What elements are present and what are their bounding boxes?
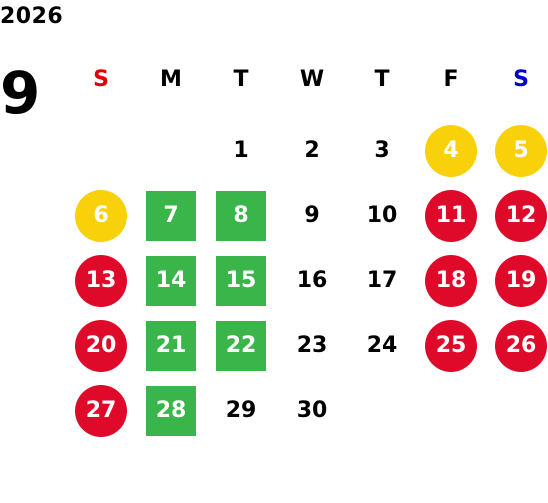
day-cell: 20 xyxy=(75,320,127,372)
day-cell: 4 xyxy=(425,125,477,177)
day-cell: 6 xyxy=(75,190,127,242)
day-cell: 14 xyxy=(146,256,196,306)
day-cell: 5 xyxy=(495,125,547,177)
weekday-friday: F xyxy=(443,67,459,92)
day-cell: 17 xyxy=(366,268,398,293)
day-cell: 29 xyxy=(225,398,257,423)
day-cell: 2 xyxy=(304,138,320,163)
day-cell: 15 xyxy=(216,256,266,306)
weekday-wednesday: W xyxy=(299,67,325,92)
day-cell: 18 xyxy=(425,255,477,307)
day-cell: 13 xyxy=(75,255,127,307)
day-cell: 10 xyxy=(366,203,398,228)
weekday-monday: M xyxy=(160,67,182,92)
day-cell: 24 xyxy=(366,333,398,358)
day-cell: 8 xyxy=(216,191,266,241)
day-cell: 7 xyxy=(146,191,196,241)
day-cell: 25 xyxy=(425,320,477,372)
calendar-year: 2026 xyxy=(0,4,64,29)
day-cell: 16 xyxy=(296,268,328,293)
weekday-tuesday: T xyxy=(233,67,249,92)
day-cell: 1 xyxy=(233,138,249,163)
weekday-thursday: T xyxy=(374,67,390,92)
day-cell: 19 xyxy=(495,255,547,307)
day-cell: 23 xyxy=(296,333,328,358)
day-cell: 28 xyxy=(146,386,196,436)
weekday-sunday: S xyxy=(93,67,109,92)
calendar-month: 9 xyxy=(0,59,41,127)
day-cell: 30 xyxy=(296,398,328,423)
day-cell: 12 xyxy=(495,190,547,242)
day-cell: 27 xyxy=(75,385,127,437)
day-cell: 26 xyxy=(495,320,547,372)
day-cell: 11 xyxy=(425,190,477,242)
day-cell: 22 xyxy=(216,321,266,371)
day-cell: 3 xyxy=(374,138,390,163)
day-cell: 9 xyxy=(304,203,320,228)
weekday-saturday: S xyxy=(513,67,529,92)
day-cell: 21 xyxy=(146,321,196,371)
